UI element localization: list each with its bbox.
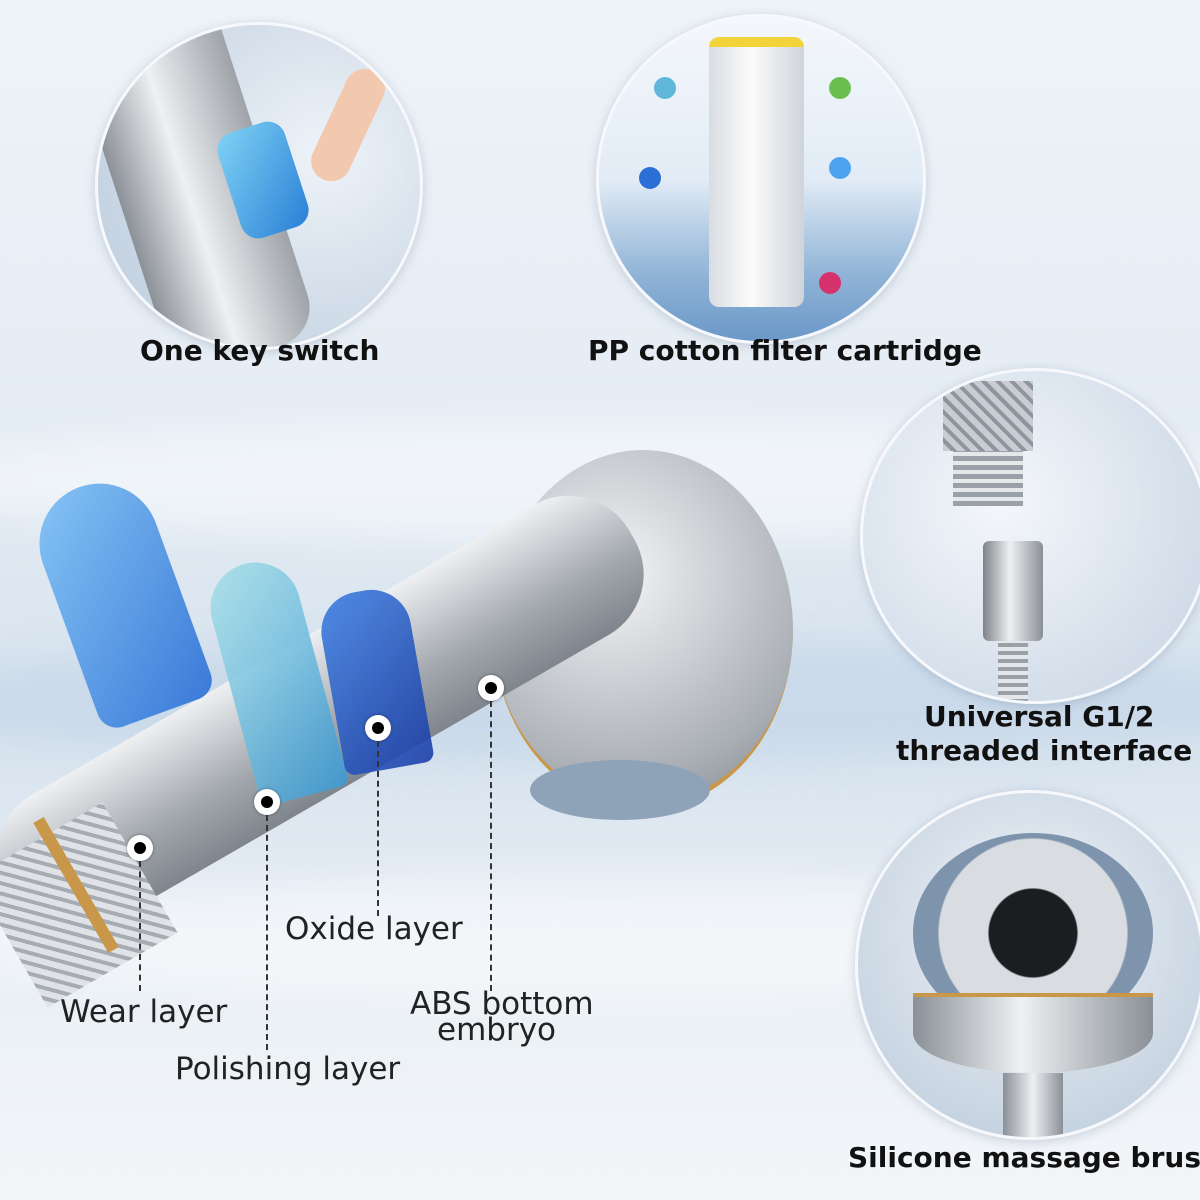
abs-layer-label-line1: ABS bottom — [410, 986, 594, 1022]
abs-layer-leader — [490, 701, 492, 991]
threaded-interface-image — [860, 368, 1200, 704]
oxide-layer-label: Oxide layer — [285, 911, 463, 947]
filter-cartridge-label: PP cotton filter cartridge — [588, 334, 982, 367]
abs-layer-label-line2: embryo — [437, 1012, 557, 1048]
oxide-layer-leader — [377, 741, 379, 916]
one-key-switch-image — [95, 22, 423, 350]
polishing-layer-leader — [266, 815, 268, 1050]
massage-brush-label: Silicone massage brush — [848, 1141, 1200, 1174]
polishing-layer-marker — [254, 789, 280, 815]
interface-label-line2: threaded interface — [896, 734, 1193, 767]
polishing-layer-label: Polishing layer — [175, 1051, 401, 1087]
wear-layer-marker — [127, 835, 153, 861]
oxide-layer-marker — [365, 715, 391, 741]
wear-layer-leader — [139, 861, 141, 991]
wear-layer-label: Wear layer — [60, 994, 228, 1030]
abs-layer-marker — [478, 675, 504, 701]
massage-brush-image — [855, 790, 1200, 1140]
one-key-switch-label: One key switch — [140, 334, 380, 367]
interface-label-line1: Universal G1/2 — [924, 700, 1155, 733]
filter-cartridge-image — [596, 14, 926, 344]
